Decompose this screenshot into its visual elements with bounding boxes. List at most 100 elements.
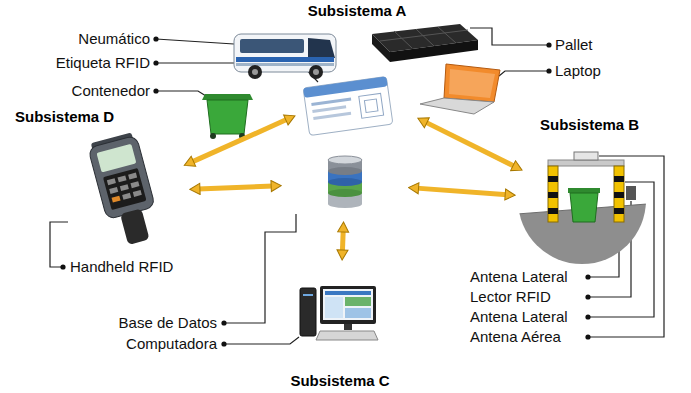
part-label: Handheld RFID xyxy=(70,258,173,276)
part-label: Antena Aérea xyxy=(470,328,561,346)
leader-dots xyxy=(546,42,551,47)
pallet-illustration xyxy=(372,24,478,62)
part-label: Neumático xyxy=(78,30,150,48)
computer-illustration xyxy=(345,308,371,318)
leader-dots xyxy=(153,36,158,41)
laptop-illustration xyxy=(444,64,500,102)
laptop-illustration xyxy=(420,98,494,114)
computer-illustration xyxy=(345,297,371,306)
leader-lines xyxy=(50,222,68,267)
bus-illustration xyxy=(252,69,258,75)
bus-illustration xyxy=(308,38,335,58)
part-label: Lector RFID xyxy=(470,288,551,306)
computer-illustration xyxy=(316,331,378,340)
subsystem-circle: Subsistema C xyxy=(286,262,394,370)
rfid-portal-illustration xyxy=(570,193,598,222)
computer-illustration xyxy=(320,286,376,324)
double-arrow xyxy=(417,188,508,195)
leader-dots xyxy=(585,314,590,319)
bus-illustration xyxy=(309,65,323,79)
subsystem-circle-outline xyxy=(517,135,647,265)
part-label: Laptop xyxy=(555,62,601,80)
double-arrow xyxy=(340,230,346,252)
rfid-tag-illustration xyxy=(303,76,393,135)
rfid-portal-illustration xyxy=(548,208,558,214)
leader-dots xyxy=(585,274,590,279)
subsystem-circle: Subsistema A xyxy=(291,22,423,154)
database-icon xyxy=(328,156,362,208)
computer-illustration xyxy=(323,289,373,320)
computer-illustration xyxy=(303,294,313,296)
handheld-reader-illustration xyxy=(103,168,147,210)
bus-illustration xyxy=(313,69,319,75)
leader-lines xyxy=(156,39,234,44)
handheld-reader-illustration xyxy=(87,131,163,248)
leader-lines xyxy=(156,91,206,96)
cloud-node-outline xyxy=(283,146,407,220)
handheld-reader-illustration xyxy=(109,187,118,194)
subsystem-title: Subsistema B xyxy=(540,116,639,133)
rfid-tag-illustration xyxy=(312,105,346,113)
database-icon xyxy=(328,178,362,186)
cloud-node: Base de Datos xyxy=(283,146,407,220)
rfid-portal-illustration xyxy=(548,160,624,166)
handheld-reader-illustration xyxy=(107,178,116,185)
container-illustration xyxy=(202,94,253,139)
bus-illustration xyxy=(236,57,334,62)
computer-illustration xyxy=(300,286,378,340)
pallet-illustration xyxy=(372,34,390,62)
pallet-illustration xyxy=(380,27,468,48)
laptop-illustration xyxy=(420,64,500,114)
leader-dots xyxy=(221,341,226,346)
bus-illustration xyxy=(240,39,304,53)
part-label: Base de Datos xyxy=(119,314,217,332)
part-label: Contenedor xyxy=(72,82,150,100)
leader-lines xyxy=(224,337,299,344)
database-icon xyxy=(328,156,362,164)
part-label: Etiqueta RFID xyxy=(56,54,150,72)
computer-illustration xyxy=(325,291,371,295)
handheld-reader-illustration xyxy=(96,144,136,173)
rfid-portal-illustration xyxy=(517,152,647,266)
rfid-tag-illustration xyxy=(303,76,393,135)
laptop-illustration xyxy=(449,69,495,98)
rfid-tag-illustration xyxy=(311,98,351,107)
circle-shape xyxy=(63,130,187,254)
leader-dots xyxy=(153,60,158,65)
handheld-reader-illustration xyxy=(128,173,137,180)
handheld-reader-illustration xyxy=(88,135,155,219)
leader-dots xyxy=(60,36,590,346)
container-illustration xyxy=(202,94,253,100)
handheld-reader-illustration xyxy=(122,193,131,200)
bus-illustration xyxy=(236,63,334,66)
subsystem-title: Subsistema D xyxy=(15,108,114,125)
bus-illustration xyxy=(234,34,336,72)
bus-illustration xyxy=(234,34,336,79)
circle-shape xyxy=(287,263,393,369)
leader-dots xyxy=(221,320,226,325)
handheld-reader-illustration xyxy=(133,190,142,197)
bus-illustration xyxy=(248,65,262,79)
subsystem-circle-outline xyxy=(291,22,423,154)
part-label: Antena Lateral xyxy=(470,268,568,286)
handheld-reader-illustration xyxy=(112,196,121,203)
leader-lines xyxy=(50,28,664,344)
circle-shape xyxy=(518,136,646,264)
rfid-portal-illustration xyxy=(574,152,598,160)
leader-dots xyxy=(585,294,590,299)
rfid-portal-illustration xyxy=(614,176,624,182)
subsystem-circle-outline xyxy=(286,262,394,370)
leader-dots xyxy=(153,88,158,93)
rfid-portal-illustration xyxy=(548,176,558,182)
rfid-portal-illustration xyxy=(548,166,558,222)
rfid-portal-illustration xyxy=(614,166,624,222)
subsystem-circle-outline xyxy=(62,129,188,255)
double-arrow xyxy=(192,119,288,162)
cloud-shape xyxy=(290,153,400,212)
rfid-portal-illustration xyxy=(568,188,600,193)
leader-lines xyxy=(470,28,549,45)
computer-illustration xyxy=(325,297,343,318)
leader-lines xyxy=(224,214,296,323)
database-icon xyxy=(328,189,362,197)
rfid-tag-illustration xyxy=(303,76,388,98)
